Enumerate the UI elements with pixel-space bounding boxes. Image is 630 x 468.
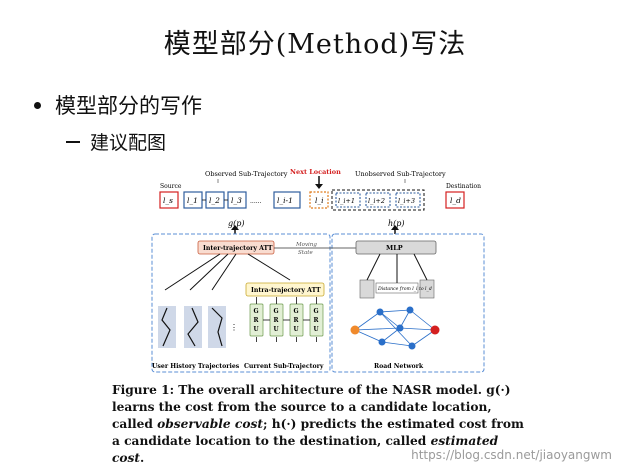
moving-state-label-1: Moving	[295, 242, 317, 248]
road-edge	[409, 309, 436, 331]
road-node	[376, 308, 384, 316]
architecture-figure: Observed Sub-Trajectory Next Location Un…	[150, 162, 490, 374]
gru-letter: G	[274, 308, 279, 315]
sub-bullet-text: 建议配图	[90, 132, 167, 154]
gru-letter: G	[294, 308, 299, 315]
g-function-label: g(p)	[228, 219, 244, 228]
unobserved-node-label: l_i+1	[338, 197, 355, 205]
watermark: https://blog.csdn.net/jiaoyangwm	[411, 448, 612, 462]
road-node	[350, 325, 360, 335]
gru-letter: U	[314, 326, 320, 333]
observed-node-label: ......	[250, 198, 262, 205]
road-edge	[354, 311, 381, 331]
road-node	[430, 325, 440, 335]
observed-node-label: l_i-1	[277, 196, 293, 205]
observed-label: Observed Sub-Trajectory	[205, 170, 288, 178]
gru-letter: G	[314, 308, 319, 315]
road-edge	[354, 329, 383, 343]
caption-part-2: ; h(·) predicts the estimated cost from …	[112, 417, 524, 448]
caption-part-3: .	[140, 451, 145, 465]
source-node	[159, 191, 179, 209]
road-edge	[354, 327, 401, 331]
road-edge	[399, 327, 436, 331]
source-label: Source	[160, 183, 182, 190]
observed-node	[273, 191, 301, 209]
destination-node-label: l_d	[450, 196, 461, 205]
observed-node-label: l_2	[209, 196, 220, 205]
next-location-node	[309, 191, 329, 209]
gru-letter: G	[254, 308, 259, 315]
road-edge	[381, 341, 413, 347]
gru-letter: R	[254, 317, 260, 324]
history-dots: ⋮	[230, 323, 238, 332]
destination-node	[445, 191, 465, 209]
destination-label: Destination	[446, 183, 481, 190]
observed-node-label: l_s	[163, 196, 173, 205]
road-edge	[379, 311, 413, 347]
unobserved-node-label: l_i+2	[368, 197, 385, 205]
current-sub-label: Current Sub-Trajectory	[244, 363, 324, 370]
user-history-label: User History Trajectories	[152, 363, 240, 370]
gru-letter: U	[274, 326, 280, 333]
gru-letter: R	[274, 317, 280, 324]
bullet-text: 模型部分的写作	[55, 94, 202, 118]
observed-node-label: l_3	[231, 196, 242, 205]
next-location-label: Next Location	[290, 168, 341, 176]
observed-node-label: l_1	[187, 196, 198, 205]
road-node	[378, 338, 386, 346]
road-node	[406, 306, 414, 314]
mlp-label: MLP	[386, 244, 403, 252]
caption-italic-2: estimated cost	[112, 434, 499, 465]
road-network-label: Road Network	[374, 363, 424, 370]
unobserved-node	[365, 192, 391, 208]
road-node	[408, 342, 416, 350]
unobserved-node-label: l_i+3	[398, 197, 415, 205]
gru-letter: U	[294, 326, 300, 333]
road-edge	[379, 311, 401, 329]
intra-att-label: Intra-trajectory ATT	[251, 287, 321, 294]
next-location-node-label: l_i	[315, 196, 324, 205]
inter-att-label: Inter-trajectory ATT	[203, 245, 273, 252]
sub-bullet-item: 建议配图	[66, 128, 166, 155]
road-node	[396, 324, 404, 332]
bullet-dot-icon	[34, 101, 41, 109]
gru-letter: U	[254, 326, 260, 333]
caption-part-1: Figure 1: The overall architecture of th…	[112, 383, 511, 431]
dash-icon	[66, 140, 80, 143]
moving-state-label-2: State	[298, 250, 313, 256]
gru-letter: R	[294, 317, 300, 324]
slide-title: 模型部分(Method)写法	[163, 29, 467, 60]
road-edge	[411, 329, 436, 347]
h-function-label: h(p)	[388, 219, 405, 228]
distance-label: Distance from l_i to l_d	[377, 286, 432, 292]
unobserved-node	[395, 192, 421, 208]
road-edge	[379, 309, 411, 313]
figure-caption: Figure 1: The overall architecture of th…	[112, 382, 532, 467]
unobserved-label: Unobserved Sub-Trajectory	[355, 170, 446, 178]
unobserved-node	[335, 192, 361, 208]
bullet-item: 模型部分的写作	[34, 90, 202, 120]
gru-letter: R	[314, 317, 320, 324]
caption-italic-1: observable cost	[157, 417, 263, 431]
